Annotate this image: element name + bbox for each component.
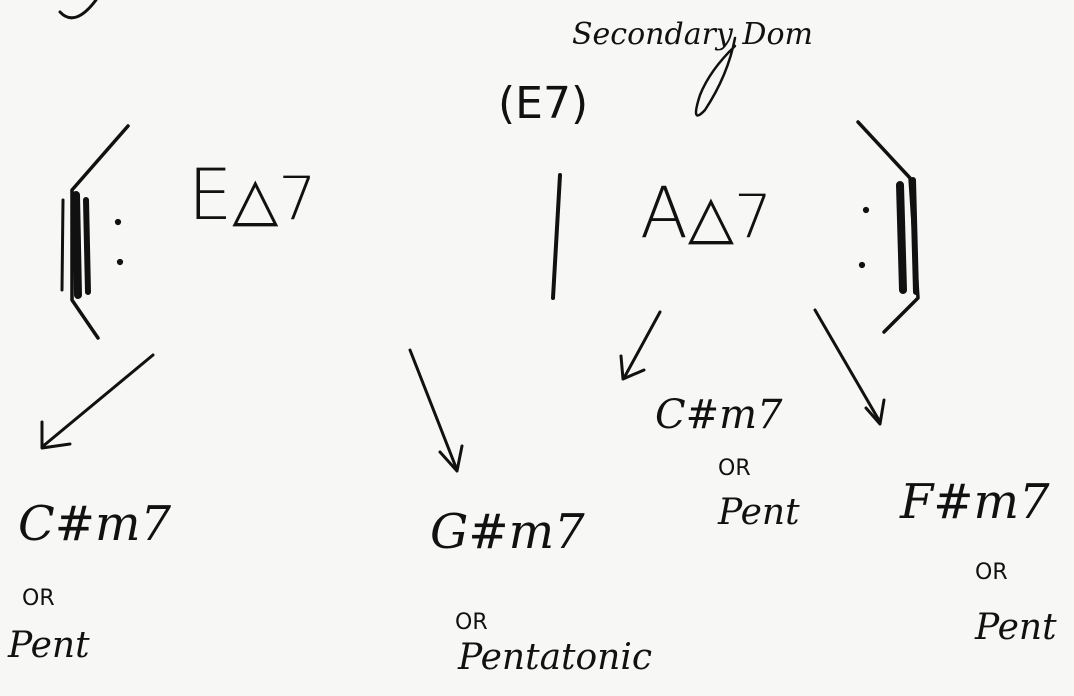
arrow-3 (619, 310, 662, 381)
chord-root: A (640, 172, 688, 254)
chord-a-maj7: A△7 (640, 178, 772, 248)
target-alt-2: Pentatonic (458, 637, 653, 678)
chord-quality: △7 (687, 182, 773, 252)
target-chord-3: C#m7 (655, 392, 783, 438)
arrow-2 (408, 348, 464, 473)
target-chord-1: C#m7 (18, 496, 171, 552)
target-or-1: OR (22, 586, 55, 611)
target-or-3: OR (718, 456, 751, 481)
target-chord-4: F#m7 (900, 474, 1050, 530)
start-repeat-sign (60, 124, 130, 340)
target-alt-4: Pent (975, 607, 1057, 648)
chord-e-maj7: E△7 (188, 160, 317, 230)
target-alt-3: Pent (718, 492, 800, 533)
chord-quality: △7 (232, 164, 317, 234)
arrow-4 (813, 308, 886, 426)
cropped-stroke (58, 0, 98, 20)
e7-label: (E7) (498, 78, 589, 129)
target-chord-2: G#m7 (430, 504, 585, 560)
target-alt-1: Pent (8, 625, 90, 666)
target-or-2: OR (455, 610, 488, 635)
end-repeat-sign (856, 120, 920, 334)
barline (551, 173, 562, 300)
arrow-1 (40, 353, 155, 450)
target-or-4: OR (975, 560, 1008, 585)
chord-root: E (188, 154, 233, 236)
secondary-dom-label: Secondary Dom (572, 17, 813, 52)
annotation-stroke (694, 36, 737, 117)
